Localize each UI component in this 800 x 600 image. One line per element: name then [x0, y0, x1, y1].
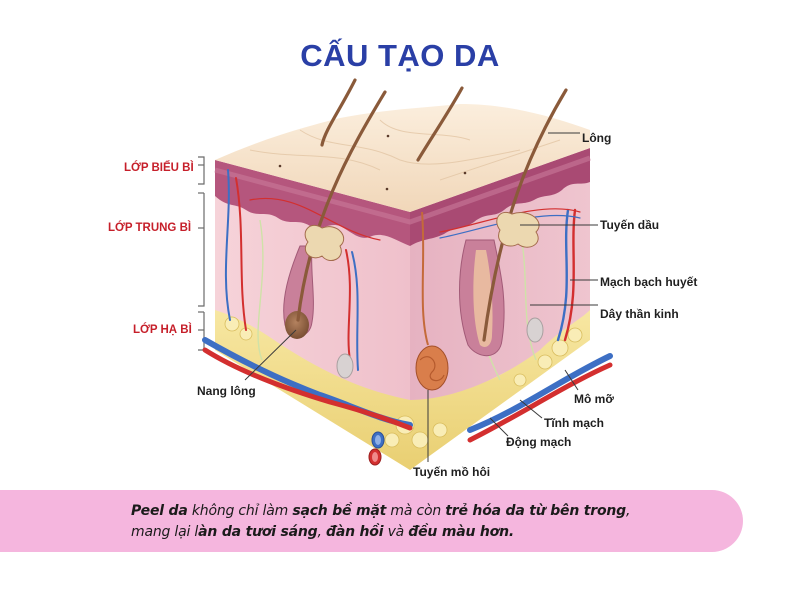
- label-epidermis-layer: LỚP BIỂU BÌ: [124, 162, 194, 174]
- banner-line-2: mang lại làn da tươi sáng, đàn hồi và đề…: [131, 524, 514, 540]
- banner-line-1: Peel da không chỉ làm sạch bề mặt mà còn…: [131, 503, 631, 519]
- banner-text: Peel da không chỉ làm sạch bề mặt mà còn…: [131, 501, 731, 543]
- label-nerve: Dây thần kinh: [600, 307, 679, 321]
- label-fat-tissue: Mô mỡ: [574, 392, 614, 406]
- skin-surface: [215, 104, 590, 212]
- sweat-gland: [415, 211, 449, 391]
- label-hair: Lông: [582, 131, 612, 145]
- label-dermis-layer: LỚP TRUNG BÌ: [108, 222, 192, 234]
- layer-brackets: [198, 156, 205, 351]
- label-lymph-vessel: Mạch bạch huyết: [600, 275, 698, 289]
- info-banner: [0, 490, 743, 552]
- label-sebaceous-gland: Tuyến dầu: [600, 218, 660, 232]
- label-vein: Tĩnh mạch: [544, 416, 605, 430]
- label-hair-follicle: Nang lông: [197, 384, 256, 398]
- label-artery: Động mạch: [506, 435, 572, 449]
- diagram-title: CẤU TẠO DA: [300, 38, 500, 73]
- label-hypodermis-layer: LỚP HẠ BÌ: [133, 324, 192, 336]
- label-sweat-gland: Tuyến mồ hôi: [413, 465, 491, 479]
